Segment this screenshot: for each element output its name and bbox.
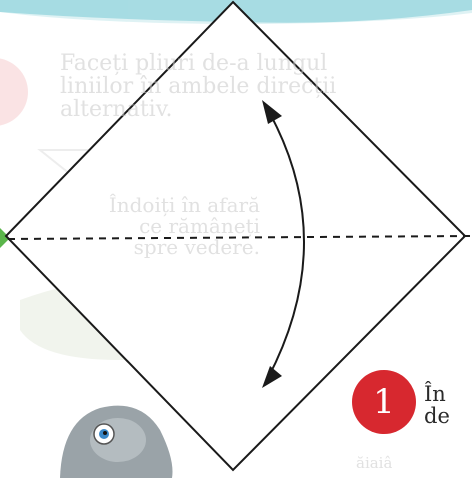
background-ghost-text-top: Faceți pliuri de-a lungul liniilor în am…: [60, 52, 336, 121]
step-number: 1: [373, 382, 395, 422]
background-ghost-text-middle: Îndoiți în afară ce rămâneți spre vedere…: [40, 195, 260, 258]
step-number-badge: 1: [352, 370, 416, 434]
background-ghost-text-bottom: ăiaiâ: [356, 454, 392, 472]
step-instruction-text: În de: [424, 383, 450, 427]
ghost-red-circle-left: [0, 58, 28, 126]
grey-creature-illustration: [60, 406, 173, 478]
